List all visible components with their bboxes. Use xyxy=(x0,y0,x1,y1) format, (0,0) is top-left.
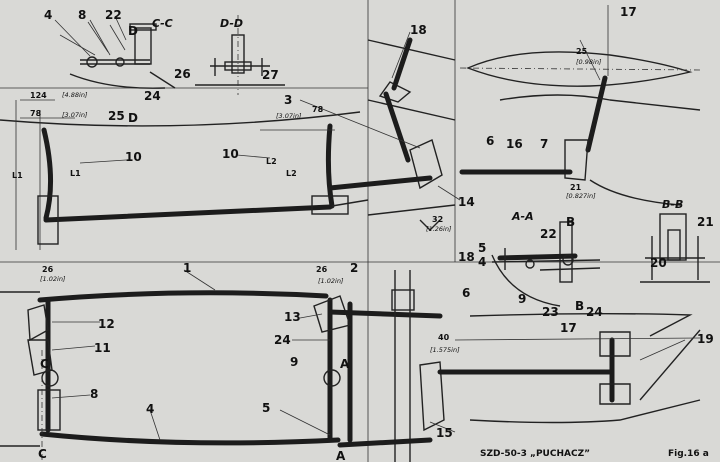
callout-6b: 6 xyxy=(462,286,470,300)
drawing-caption: SZD-50-3 „PUCHACZ” xyxy=(480,449,590,459)
dim-25: 25 xyxy=(576,47,588,56)
dim-l1: L1 xyxy=(12,171,23,180)
callout-24: 24 xyxy=(144,89,161,103)
dim-32-in: [1.26in] xyxy=(426,225,452,233)
dim-l1b: L1 xyxy=(70,169,81,178)
callout-5b: 5 xyxy=(478,241,486,255)
callout-16: 16 xyxy=(506,137,523,151)
callout-25: 25 xyxy=(108,109,125,123)
dimensions: 124 [4.88in] 78 [3.07in] [3.07in] 78 26 … xyxy=(12,47,602,354)
section-cut-marks: D D C C A A B B xyxy=(38,24,584,462)
dim-26b: 26 xyxy=(316,265,328,274)
plan-view-lower xyxy=(0,270,445,462)
callout-7: 7 xyxy=(540,137,548,151)
callout-4c: 4 xyxy=(478,255,486,269)
dim-32: 32 xyxy=(432,215,443,224)
callouts: 4 8 22 25 24 26 27 3 10 10 18 6 16 7 17 … xyxy=(44,5,714,440)
dim-l2b: L2 xyxy=(286,169,297,178)
dim-124: 124 xyxy=(30,91,47,100)
section-cc-detail xyxy=(59,19,176,89)
callout-26: 26 xyxy=(174,67,191,81)
callout-15: 15 xyxy=(436,426,453,440)
tail-aileron-view xyxy=(459,5,701,206)
callout-9b: 9 xyxy=(518,292,526,306)
callout-2: 2 xyxy=(350,261,358,275)
callout-23: 23 xyxy=(542,305,559,319)
section-labels: C-C D-D A-A B-B xyxy=(152,17,683,223)
callout-22: 22 xyxy=(105,8,122,22)
section-title-bb: B-B xyxy=(662,198,683,211)
dim-40: 40 xyxy=(438,333,450,342)
callout-9: 9 xyxy=(290,355,298,369)
section-title-dd: D-D xyxy=(220,17,243,30)
callout-24c: 24 xyxy=(586,305,603,319)
section-bb-detail xyxy=(640,213,710,283)
dim-78: 78 xyxy=(30,109,42,118)
dim-21: 21 xyxy=(570,183,582,192)
mark-a-top: A xyxy=(340,357,350,371)
mark-a-bot: A xyxy=(336,449,346,462)
callout-6: 6 xyxy=(486,134,494,148)
mark-c-top: C xyxy=(40,357,49,371)
callout-24b: 24 xyxy=(274,333,291,347)
section-dd-detail xyxy=(195,15,285,95)
callout-8: 8 xyxy=(78,8,86,22)
dim-40-in: [1.575in] xyxy=(430,346,460,354)
mark-b-bot: B xyxy=(575,299,584,313)
callout-20: 20 xyxy=(650,256,667,270)
callout-10b: 10 xyxy=(222,147,239,161)
caption: SZD-50-3 „PUCHACZ” Fig.16 a xyxy=(480,449,709,459)
dim-26b-in: [1.02in] xyxy=(318,277,344,285)
callout-18b: 18 xyxy=(458,250,475,264)
dim-78b-in: [3.07in] xyxy=(276,112,302,120)
callout-14: 14 xyxy=(458,195,475,209)
dim-25-in: [0.98in] xyxy=(576,58,602,66)
callout-3: 3 xyxy=(284,93,292,107)
side-view-upper xyxy=(0,99,369,250)
leader-lines xyxy=(51,15,686,441)
dim-26: 26 xyxy=(42,265,54,274)
dim-l2: L2 xyxy=(266,157,277,166)
callout-22b: 22 xyxy=(540,227,557,241)
mark-c-bot: C xyxy=(38,447,47,461)
dim-124-in: [4.88in] xyxy=(62,91,88,99)
figure-number: Fig.16 a xyxy=(668,449,709,459)
callout-8b: 8 xyxy=(90,387,98,401)
dim-78b: 78 xyxy=(312,105,324,114)
callout-5: 5 xyxy=(262,401,270,415)
callout-11: 11 xyxy=(94,341,111,355)
callout-10: 10 xyxy=(125,150,142,164)
callout-4b: 4 xyxy=(146,402,154,416)
callout-27: 27 xyxy=(262,68,279,82)
callout-12: 12 xyxy=(98,317,115,331)
bellcrank-view xyxy=(327,37,456,231)
dim-78-in: [3.07in] xyxy=(62,111,88,119)
callout-4: 4 xyxy=(44,8,52,22)
dim-21-in: [0.827in] xyxy=(566,192,596,200)
section-aa-detail xyxy=(491,221,601,307)
callout-17: 17 xyxy=(620,5,637,19)
section-title-cc: C-C xyxy=(152,17,173,30)
dim-26-in: [1.02in] xyxy=(40,275,66,283)
mark-d-top: D xyxy=(128,24,138,38)
callout-21: 21 xyxy=(697,215,714,229)
mark-b-top: B xyxy=(566,215,575,229)
callout-18: 18 xyxy=(410,23,427,37)
callout-1: 1 xyxy=(183,261,191,275)
section-title-aa: A-A xyxy=(511,210,534,223)
mark-d-bot: D xyxy=(128,111,138,125)
callout-19: 19 xyxy=(697,332,714,346)
elevator-pushrod-view xyxy=(437,313,701,424)
callout-17b: 17 xyxy=(560,321,577,335)
callout-13: 13 xyxy=(284,310,301,324)
